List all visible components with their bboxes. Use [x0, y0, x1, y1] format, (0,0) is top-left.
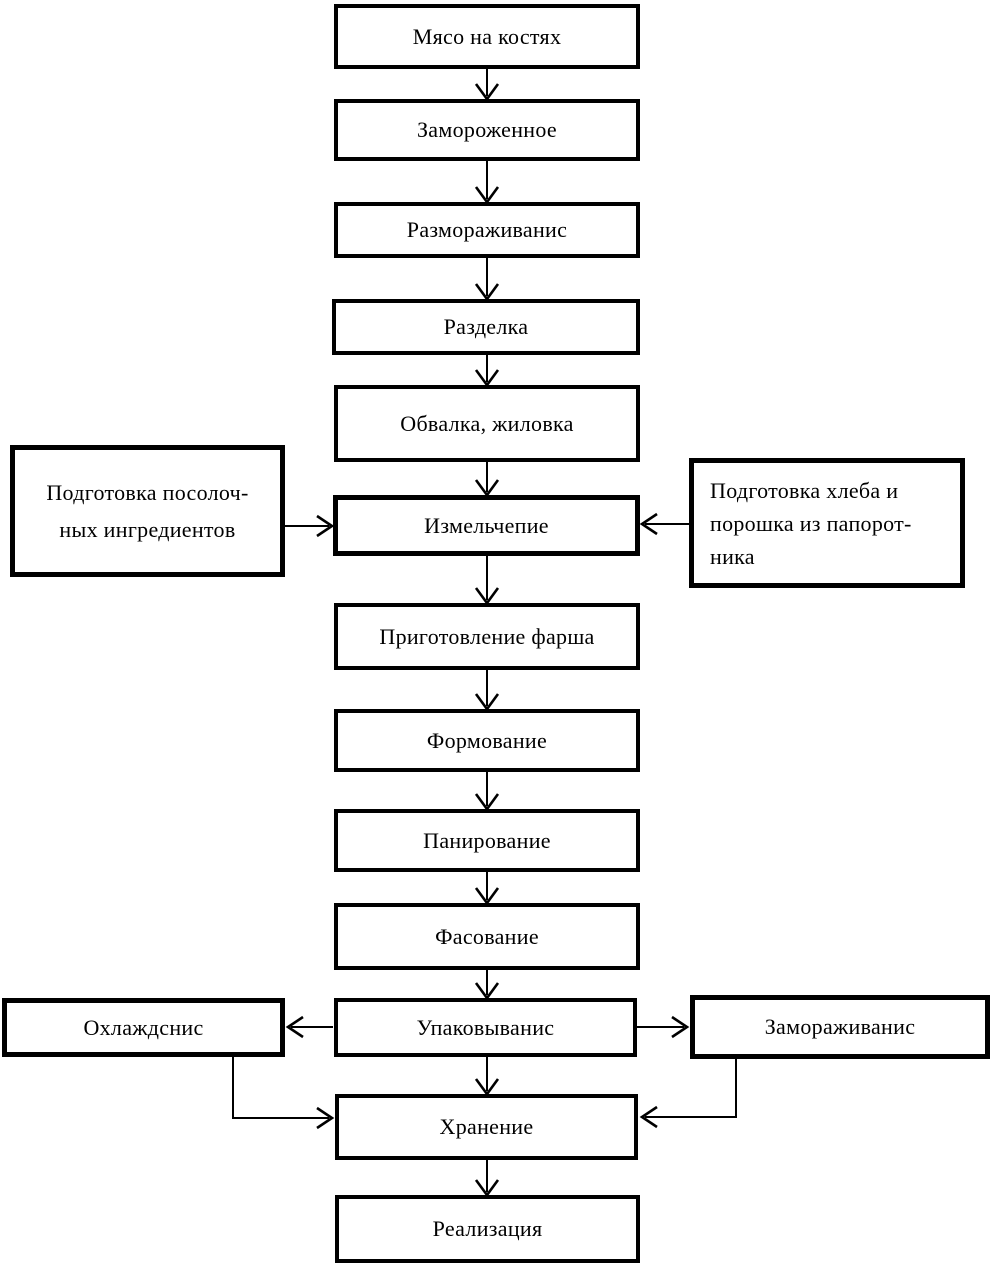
node-label: Упаковыванис: [416, 1014, 555, 1040]
node-label: Размораживанис: [406, 217, 568, 243]
arrow-grinding-to-mince: [474, 556, 500, 606]
node-breading: Панирование: [334, 809, 640, 872]
node-cutting: Разделка: [332, 299, 640, 355]
node-molding: Формование: [334, 709, 640, 772]
arrow-storage-to-sale: [474, 1160, 500, 1198]
node-frozen: Замороженное: [334, 99, 640, 161]
node-sale: Реализация: [335, 1195, 640, 1263]
node-label: Реализация: [432, 1216, 543, 1242]
arrow-cutting-to-deboning: [474, 355, 500, 388]
node-thawing: Размораживанис: [334, 202, 640, 258]
node-label: Панирование: [423, 827, 551, 853]
node-bread-fern-powder-prep: Подготовка хлеба и порошка из папорот- н…: [689, 458, 965, 588]
node-label: Хранение: [439, 1114, 534, 1140]
node-storage: Хранение: [335, 1094, 638, 1160]
node-mince-preparation: Приготовление фарша: [334, 603, 640, 670]
node-cooling: Охлаждснис: [2, 998, 285, 1057]
node-label: Подготовка посолоч- ных ингредиентов: [46, 480, 249, 542]
arrow-curing-prep-to-grinding: [285, 514, 335, 538]
arrow-thawing-to-cutting: [474, 258, 500, 302]
arrow-deboning-to-grinding: [474, 462, 500, 498]
node-meat-on-bones: Мясо на костях: [334, 4, 640, 69]
arrow-bread-fern-to-grinding: [639, 512, 689, 536]
arrow-cooling-to-storage: [232, 1057, 335, 1130]
arrow-mince-to-molding: [474, 670, 500, 712]
arrow-portioning-to-packaging: [474, 970, 500, 1001]
node-label: Замороженное: [416, 117, 557, 143]
node-label: Мясо на костях: [412, 23, 562, 49]
node-portioning: Фасование: [334, 903, 640, 970]
node-freezing: Замораживанис: [690, 995, 990, 1059]
node-label: Измельчепие: [424, 512, 549, 538]
arrow-molding-to-breading: [474, 772, 500, 812]
node-label: Разделка: [443, 314, 529, 340]
node-label: Подготовка хлеба и порошка из папорот- н…: [710, 477, 912, 569]
node-curing-ingredients-prep: Подготовка посолоч- ных ингредиентов: [10, 445, 285, 577]
node-label: Фасование: [435, 923, 539, 949]
node-label: Охлаждснис: [83, 1014, 204, 1040]
node-label: Приготовление фарша: [379, 623, 595, 649]
node-label: Замораживанис: [764, 1014, 916, 1040]
node-label: Обвалка, жиловка: [400, 410, 574, 436]
arrow-packaging-to-storage: [474, 1057, 500, 1097]
node-grinding: Измельчепие: [333, 495, 640, 556]
node-packaging: Упаковыванис: [334, 998, 637, 1057]
arrow-freezing-to-storage: [639, 1059, 737, 1129]
node-label: Формование: [426, 727, 548, 753]
node-deboning-trimming: Обвалка, жиловка: [334, 385, 640, 462]
arrow-packaging-to-freezing: [637, 1015, 690, 1039]
arrow-breading-to-portioning: [474, 872, 500, 906]
arrow-frozen-to-thawing: [474, 161, 500, 205]
arrow-packaging-to-cooling: [285, 1015, 333, 1039]
arrow-meat-to-frozen: [474, 69, 500, 102]
